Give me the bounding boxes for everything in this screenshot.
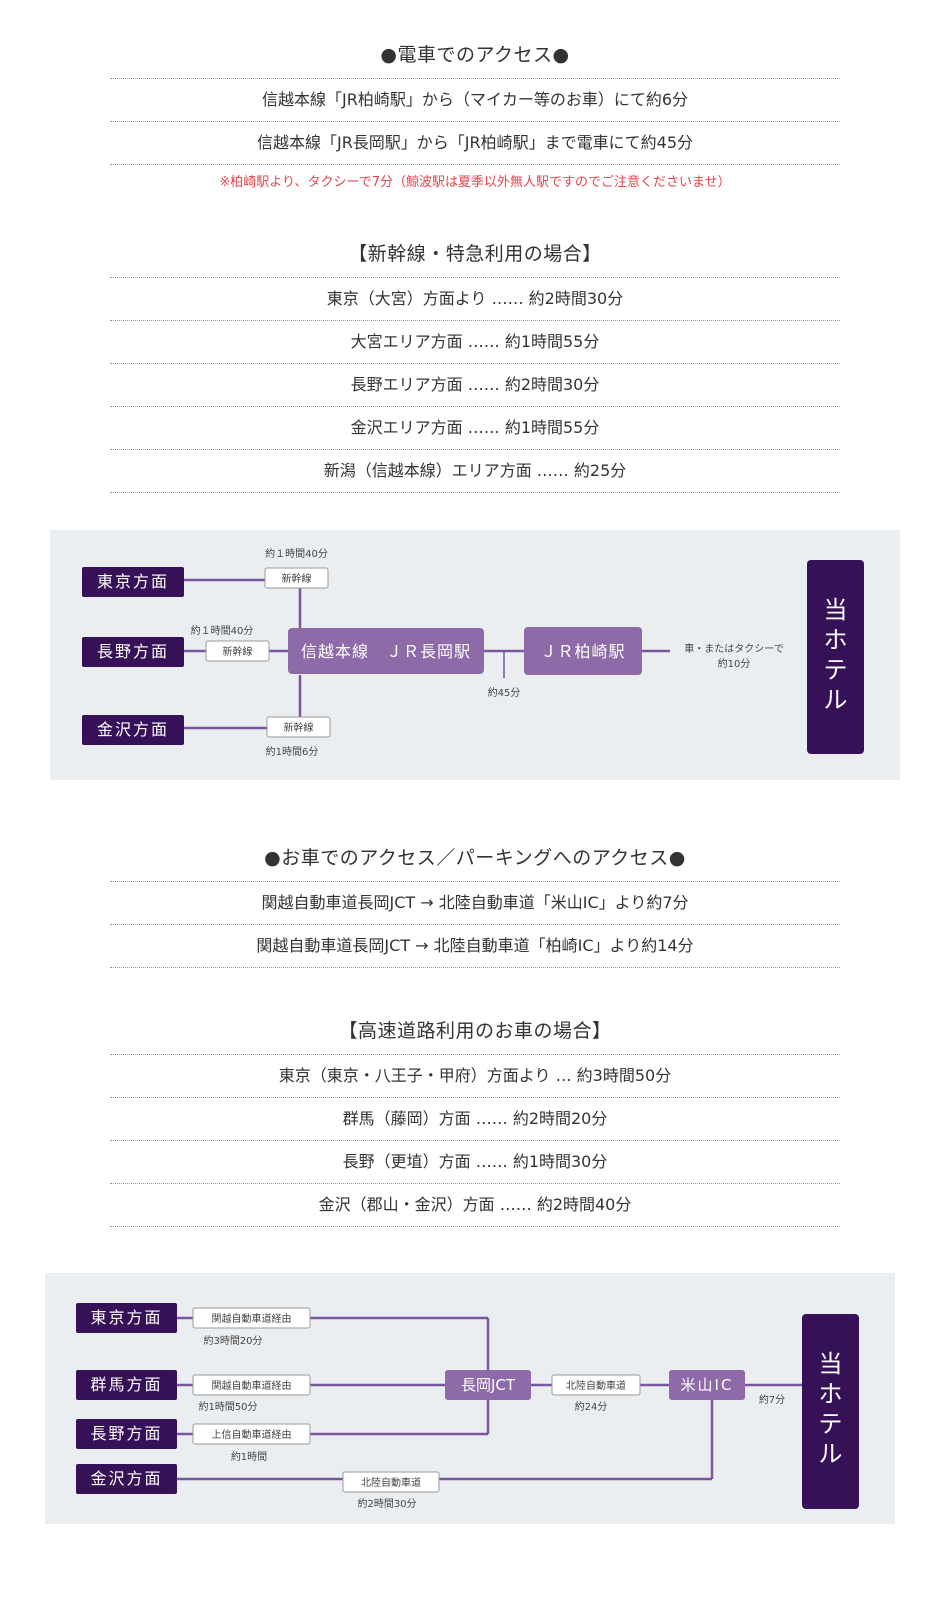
origin-nagano-label: 長野方面 xyxy=(97,642,169,661)
line-label: 新幹線 xyxy=(223,645,253,658)
origin-kanazawa-label: 金沢方面 xyxy=(97,720,169,739)
hotel-char: ル xyxy=(824,686,848,714)
list-item: 東京（大宮）方面より …… 約2時間30分 xyxy=(110,277,840,321)
hotel-char: ホ xyxy=(819,1380,843,1408)
list-item: 群馬（藤岡）方面 …… 約2時間20分 xyxy=(110,1098,840,1141)
origin-gunma-label: 群馬方面 xyxy=(90,1375,162,1394)
travel-time: 約1時間50分 xyxy=(198,1400,257,1413)
highway-heading: 【高速道路利用のお車の場合】 xyxy=(338,1020,612,1042)
origin-tokyo-label: 東京方面 xyxy=(97,572,169,591)
kashiwazaki-station-label: ＪＲ柏崎駅 xyxy=(540,642,625,661)
route-label-box xyxy=(192,1307,311,1329)
travel-time: 約１時間40分 xyxy=(191,624,254,637)
train-access-heading: ●電車でのアクセス● xyxy=(380,44,570,66)
hotel-char: ホ xyxy=(824,626,848,654)
hotel-char: テ xyxy=(819,1410,843,1438)
shinkansen-list: 東京（大宮）方面より …… 約2時間30分 大宮エリア方面 …… 約1時間55分… xyxy=(110,277,840,493)
taxi-time: 約10分 xyxy=(718,657,751,670)
travel-time: 約１時間40分 xyxy=(265,547,328,560)
origin-kanazawa-box xyxy=(82,715,184,745)
origin-tokyo-label: 東京方面 xyxy=(90,1308,162,1327)
origin-kanazawa-box xyxy=(76,1464,177,1494)
car-access-heading: ●お車でのアクセス／パーキングへのアクセス● xyxy=(264,847,686,869)
taxi-note: ※柏崎駅より、タクシーで7分（鯨波駅は夏季以外無人駅ですのでご注意くださいませ） xyxy=(219,175,731,190)
train-route-diagram: 東京方面 長野方面 金沢方面 新幹線 約１時間40分 新幹線 約１時間40分 新… xyxy=(50,530,900,780)
travel-time: 約24分 xyxy=(575,1400,608,1413)
route-label: 上信自動車道経由 xyxy=(212,1428,292,1441)
route-label-box xyxy=(192,1423,311,1445)
origin-nagano-box xyxy=(82,637,184,667)
route-label-box xyxy=(342,1471,440,1493)
route-label: 北陸自動車道 xyxy=(566,1379,626,1392)
list-item: 東京（東京・八王子・甲府）方面より … 約3時間50分 xyxy=(110,1054,840,1098)
shinkansen-heading: 【新幹線・特急利用の場合】 xyxy=(348,243,602,265)
list-item: 長野（更埴）方面 …… 約1時間30分 xyxy=(110,1141,840,1184)
list-item: 関越自動車道長岡JCT → 北陸自動車道「柏崎IC」より約14分 xyxy=(110,925,840,968)
route-label: 関越自動車道経由 xyxy=(212,1312,292,1325)
travel-time: 約7分 xyxy=(759,1393,785,1406)
hotel-box xyxy=(802,1314,859,1509)
jct-box xyxy=(445,1370,531,1400)
route-label-box xyxy=(192,1374,311,1396)
ic-box xyxy=(669,1370,745,1400)
hub-station-box xyxy=(288,628,484,674)
jct-label: 長岡JCT xyxy=(461,1376,516,1394)
car-access-list: 関越自動車道長岡JCT → 北陸自動車道「米山IC」より約7分 関越自動車道長岡… xyxy=(110,881,840,968)
hotel-char: ル xyxy=(819,1440,843,1468)
hotel-char: 当 xyxy=(824,596,848,624)
travel-time: 約1時間6分 xyxy=(266,745,319,758)
route-label: 北陸自動車道 xyxy=(361,1476,421,1489)
taxi-label: 車・またはタクシーで xyxy=(684,642,783,655)
list-item: 金沢（郡山・金沢）方面 …… 約2時間40分 xyxy=(110,1184,840,1227)
hotel-char: テ xyxy=(824,656,848,684)
hotel-box xyxy=(807,560,864,754)
route-label: 関越自動車道経由 xyxy=(212,1379,292,1392)
list-item: 新潟（信越本線）エリア方面 …… 約25分 xyxy=(110,450,840,493)
ic-label: 米山IC xyxy=(681,1376,734,1394)
travel-time: 約3時間20分 xyxy=(203,1334,262,1347)
route-label-box xyxy=(551,1374,641,1396)
origin-tokyo-box xyxy=(76,1303,177,1333)
line-label: 新幹線 xyxy=(284,721,314,734)
origin-nagano-label: 長野方面 xyxy=(90,1424,162,1443)
line-label-box xyxy=(264,567,329,589)
line-label-box xyxy=(205,640,270,662)
train-access-list: 信越本線「JR柏崎駅」から（マイカー等のお車）にて約6分 信越本線「JR長岡駅」… xyxy=(110,78,840,165)
hub-station-label: 信越本線 ＪＲ長岡駅 xyxy=(301,642,471,661)
kashiwazaki-station-box xyxy=(524,627,642,675)
list-item: 信越本線「JR柏崎駅」から（マイカー等のお車）にて約6分 xyxy=(110,78,840,122)
list-item: 信越本線「JR長岡駅」から「JR柏崎駅」まで電車にて約45分 xyxy=(110,122,840,165)
travel-time: 約2時間30分 xyxy=(357,1497,416,1510)
list-item: 長野エリア方面 …… 約2時間30分 xyxy=(110,364,840,407)
list-item: 金沢エリア方面 …… 約1時間55分 xyxy=(110,407,840,450)
origin-gunma-box xyxy=(76,1370,177,1400)
highway-list: 東京（東京・八王子・甲府）方面より … 約3時間50分 群馬（藤岡）方面 …… … xyxy=(110,1054,840,1227)
travel-time: 約1時間 xyxy=(231,1450,267,1463)
car-route-diagram: 東京方面 群馬方面 長野方面 金沢方面 関越自動車道経由 約3時間20分 関越自… xyxy=(45,1273,895,1524)
line-label-box xyxy=(266,716,331,738)
hotel-char: 当 xyxy=(819,1350,843,1378)
list-item: 大宮エリア方面 …… 約1時間55分 xyxy=(110,321,840,364)
list-item: 関越自動車道長岡JCT → 北陸自動車道「米山IC」より約7分 xyxy=(110,881,840,925)
hub-time: 約45分 xyxy=(488,686,521,699)
line-label: 新幹線 xyxy=(282,572,312,585)
origin-kanazawa-label: 金沢方面 xyxy=(90,1469,162,1488)
origin-nagano-box xyxy=(76,1419,177,1449)
origin-tokyo-box xyxy=(82,567,184,597)
